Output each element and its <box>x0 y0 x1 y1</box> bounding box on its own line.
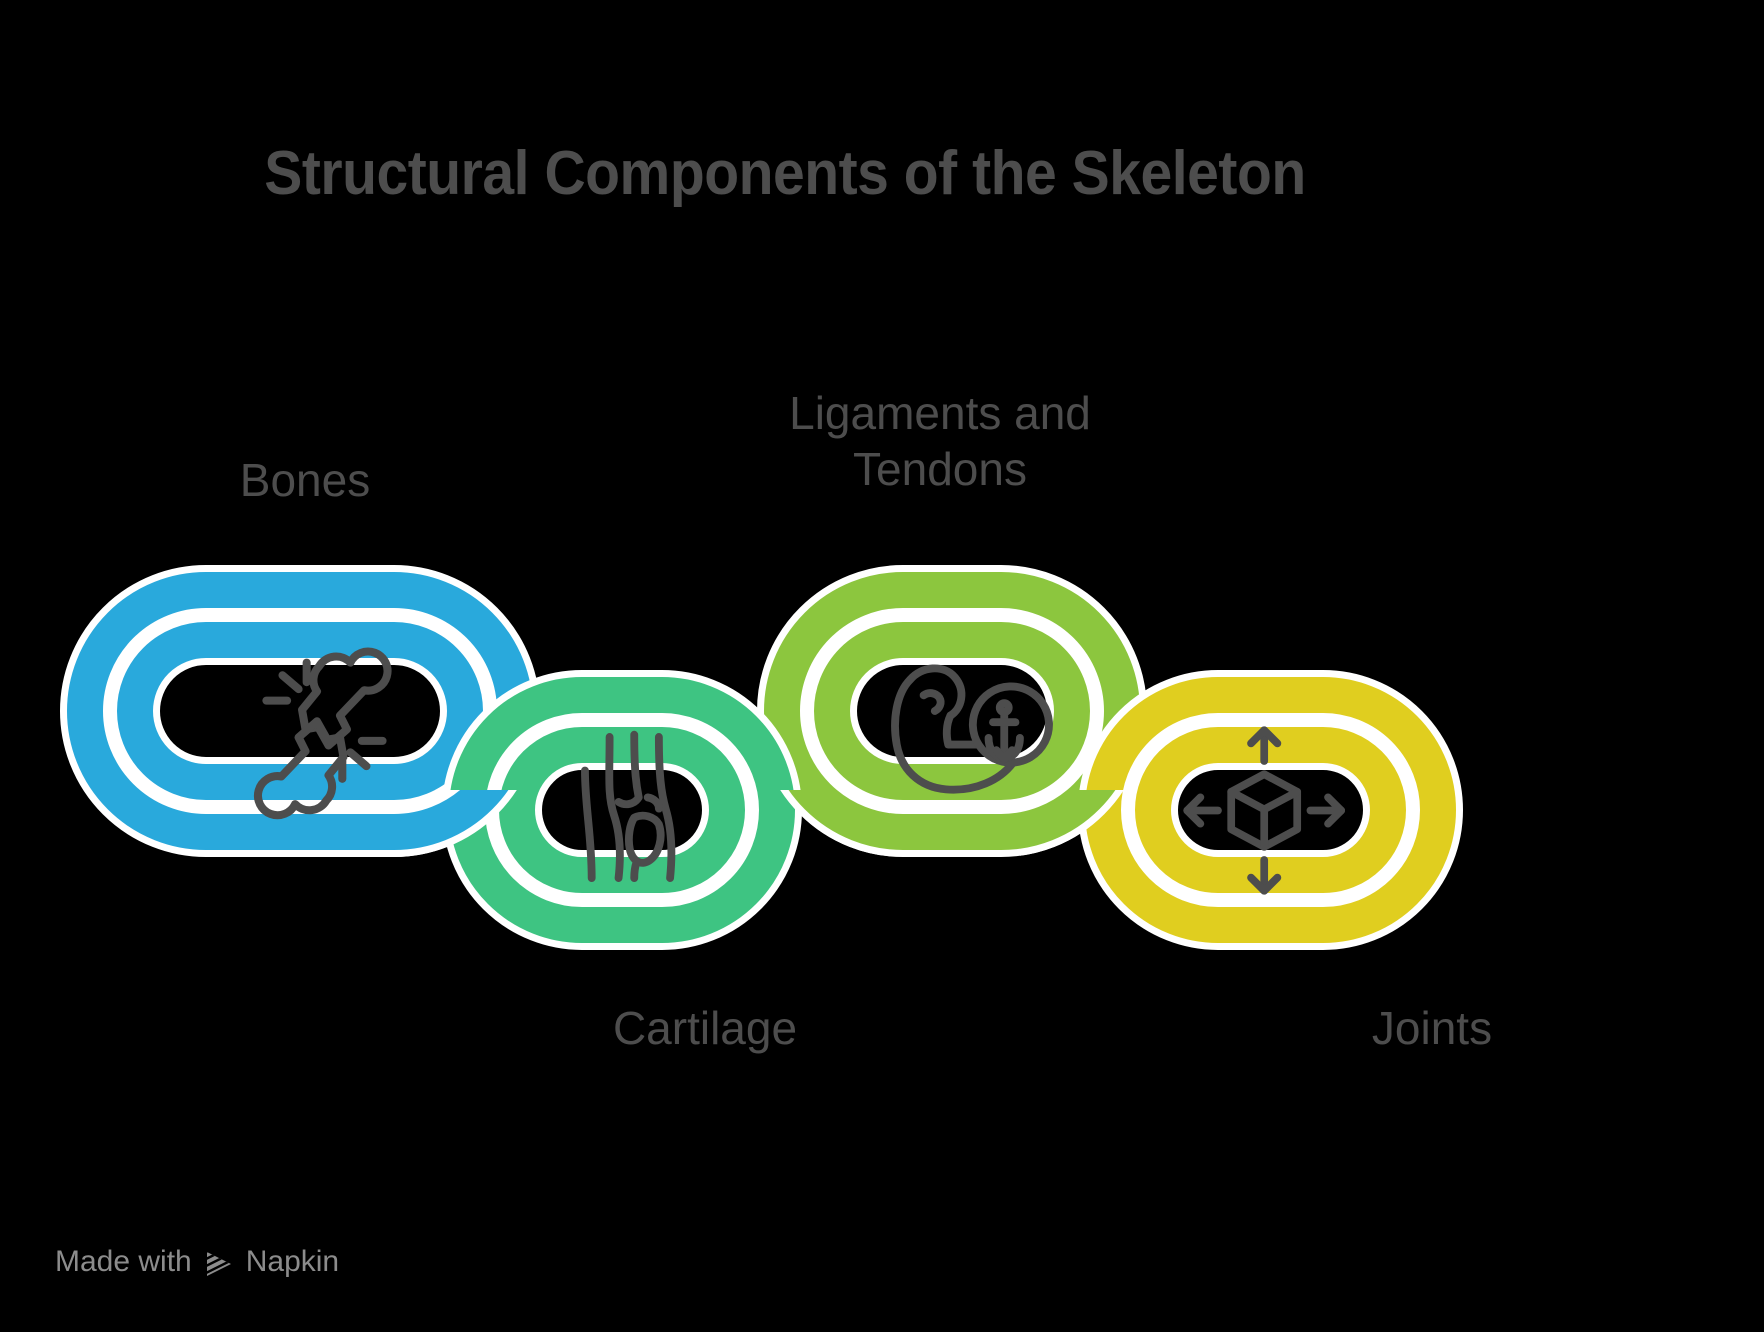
link-label-cartilage: Cartilage <box>612 1002 798 1054</box>
link-label-joints: Joints <box>1371 1002 1493 1054</box>
knee-joint-icon <box>581 730 676 883</box>
chain-link-joints[interactable] <box>1078 670 1463 950</box>
link-label-ligaments-and-tendons: Ligaments and Tendons <box>789 387 1091 496</box>
ligaments-link-inner-edge <box>800 608 1104 814</box>
flexed-bicep-anchor-icon <box>891 664 1053 794</box>
cube-arrows-icon <box>1183 726 1346 895</box>
watermark: Made with <box>55 1245 339 1279</box>
broken-bone-icon <box>254 647 392 820</box>
joints-link-inner-edge <box>1121 713 1420 907</box>
page-title: Structural Components of the Skeleton <box>264 139 1306 208</box>
watermark-brand-label: Napkin <box>245 1245 340 1278</box>
napkin-logo-icon <box>204 1249 234 1279</box>
watermark-made-with-label: Made with <box>55 1245 192 1278</box>
link-label-bones: Bones <box>239 454 371 506</box>
chain-link-ligaments-and-tendons[interactable] <box>757 565 1147 857</box>
